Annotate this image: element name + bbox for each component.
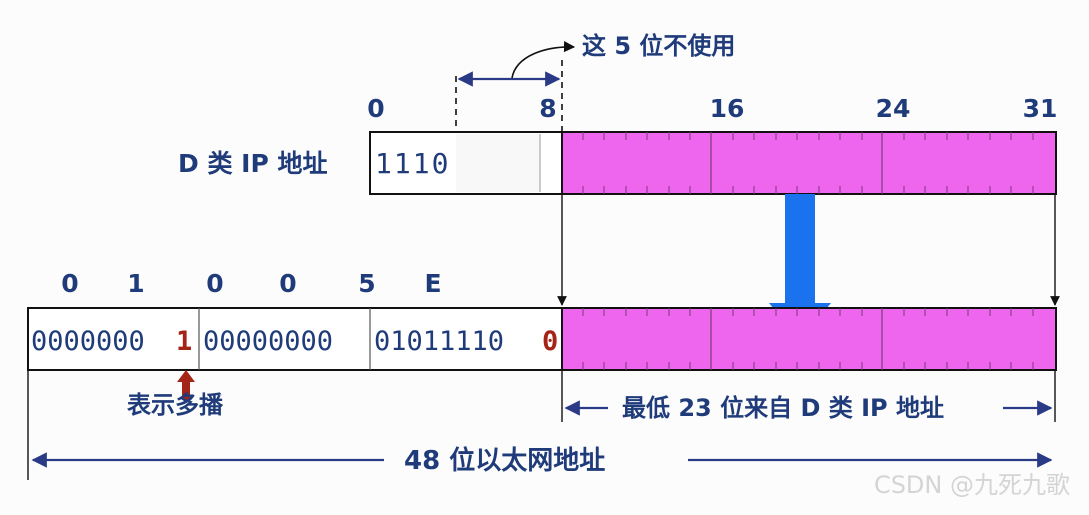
- mac-multicast-bit: 1: [176, 326, 192, 357]
- mac-byte3-bits: 01011110: [374, 326, 504, 357]
- multicast-label: 表示多播: [127, 391, 224, 419]
- ip-bit-pos-8: 8: [539, 94, 556, 123]
- mac-hex-0: 0: [61, 269, 78, 298]
- watermark: CSDN @九死九歌: [874, 471, 1070, 499]
- mac-hex-5: E: [424, 269, 441, 298]
- ip-prefix-1110: 1110: [375, 147, 450, 180]
- lowest23-label: 最低 23 位来自 D 类 IP 地址: [622, 394, 944, 422]
- ip-low-23-bits: [561, 131, 1057, 195]
- big-blue-arrow: [769, 194, 831, 341]
- mac-hex-4: 5: [358, 269, 375, 298]
- multicast-red-arrow: [177, 370, 195, 400]
- mac-hex-3: 0: [279, 269, 296, 298]
- ip-address-box: [369, 131, 1057, 195]
- mac-fixed-zero: 0: [542, 326, 558, 357]
- mac-hex-2: 0: [206, 269, 223, 298]
- ip-bit-pos-31: 31: [1023, 94, 1058, 123]
- mac-hex-1: 1: [127, 269, 144, 298]
- mac-byte2: 00000000: [203, 326, 333, 357]
- ip-bit-pos-16: 16: [710, 94, 745, 123]
- ip-bit-pos-0: 0: [367, 94, 384, 123]
- unused-bits-note: 这 5 位不使用: [582, 32, 735, 60]
- mac-byte1-prefix: 0000000: [31, 326, 145, 357]
- mac-address-box: [27, 307, 1057, 371]
- mac-low-23-bits: [561, 307, 1057, 371]
- ethernet48-label: 48 位以太网地址: [404, 445, 605, 476]
- d-class-ip-label: D 类 IP 地址: [178, 149, 328, 178]
- unused-curve-arrow: [511, 41, 576, 79]
- ip-bit-pos-24: 24: [876, 94, 911, 123]
